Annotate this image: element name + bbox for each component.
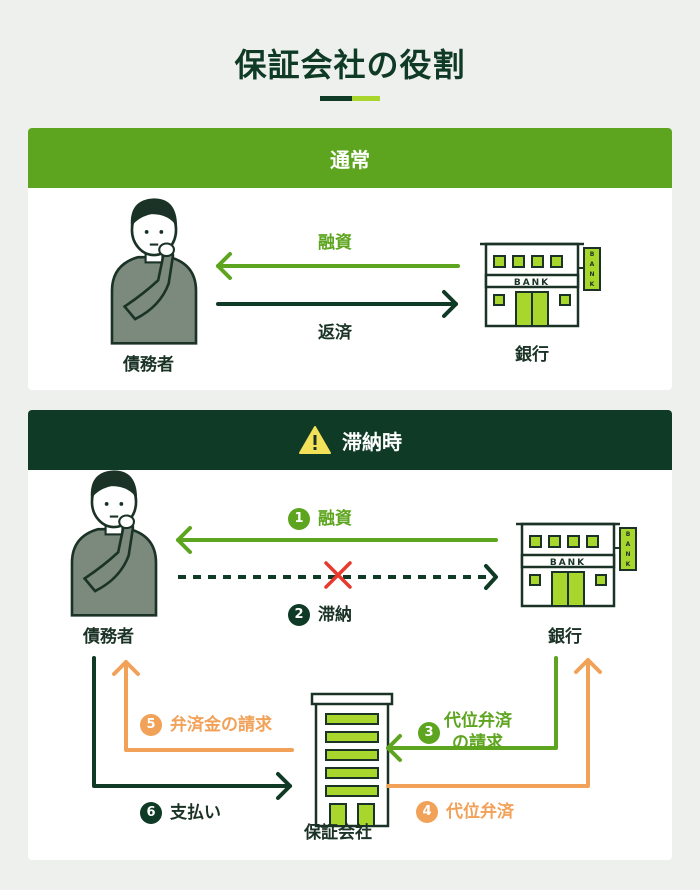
normal-diagram: BANK B A N K (110, 198, 601, 345)
svg-text:N: N (625, 551, 630, 558)
step6-payment-arrow (92, 656, 292, 800)
svg-text:B: B (590, 251, 595, 258)
step6-badge: 6 (140, 802, 162, 824)
bank-sign-text: BANK (550, 558, 586, 568)
svg-text:B: B (626, 531, 631, 538)
bank-label: 銀行 (548, 627, 582, 647)
step4-badge: 4 (416, 801, 438, 823)
step1-loan-arrow (176, 526, 498, 554)
overdue-card: 滞納時 BANK (28, 410, 672, 860)
title-underline-lime (352, 96, 380, 101)
overdue-header-label: 滞納時 (342, 429, 402, 454)
bank-building-icon: BANK B A N K (516, 522, 637, 608)
step1-badge: 1 (288, 508, 310, 530)
debtor-person-icon (70, 470, 158, 617)
cross-icon (324, 561, 352, 589)
svg-text:A: A (626, 541, 631, 548)
bank-label: 銀行 (515, 345, 549, 365)
page-title: 保証会社の役割 (234, 46, 466, 84)
title-underline-dark (320, 96, 352, 101)
svg-text:K: K (590, 281, 595, 288)
step4-subrogation-arrow (386, 658, 602, 788)
guarantor-building-icon (310, 692, 394, 828)
step3-badge: 3 (418, 722, 440, 744)
step5-badge: 5 (140, 714, 162, 736)
loan-arrow (216, 252, 460, 280)
step2-badge: 2 (288, 604, 310, 626)
step3-label: 3 代位弁済 の請求 (418, 710, 512, 754)
step3-claim-arrow (386, 656, 558, 762)
svg-text:K: K (626, 561, 631, 568)
bank-building-icon: BANK B A N K (480, 242, 601, 328)
debtor-label: 債務者 (123, 355, 174, 375)
repay-arrow (216, 290, 458, 318)
overdue-header: 滞納時 (28, 410, 672, 470)
overdue-diagram: BANK B A N K (70, 470, 637, 828)
loan-label: 融資 (318, 233, 352, 253)
warning-icon (299, 426, 331, 454)
normal-header-label: 通常 (330, 147, 370, 172)
bank-sign-text: BANK (514, 278, 550, 288)
debtor-label: 債務者 (83, 627, 134, 647)
normal-card: 通常 BANK (28, 128, 672, 390)
svg-text:A: A (590, 261, 595, 268)
debtor-person-icon (110, 198, 198, 345)
svg-text:N: N (589, 271, 594, 278)
step5-repayment-claim-arrow (112, 660, 294, 752)
normal-header: 通常 (28, 128, 672, 188)
guarantor-label: 保証会社 (304, 823, 372, 843)
repay-label: 返済 (318, 323, 352, 343)
